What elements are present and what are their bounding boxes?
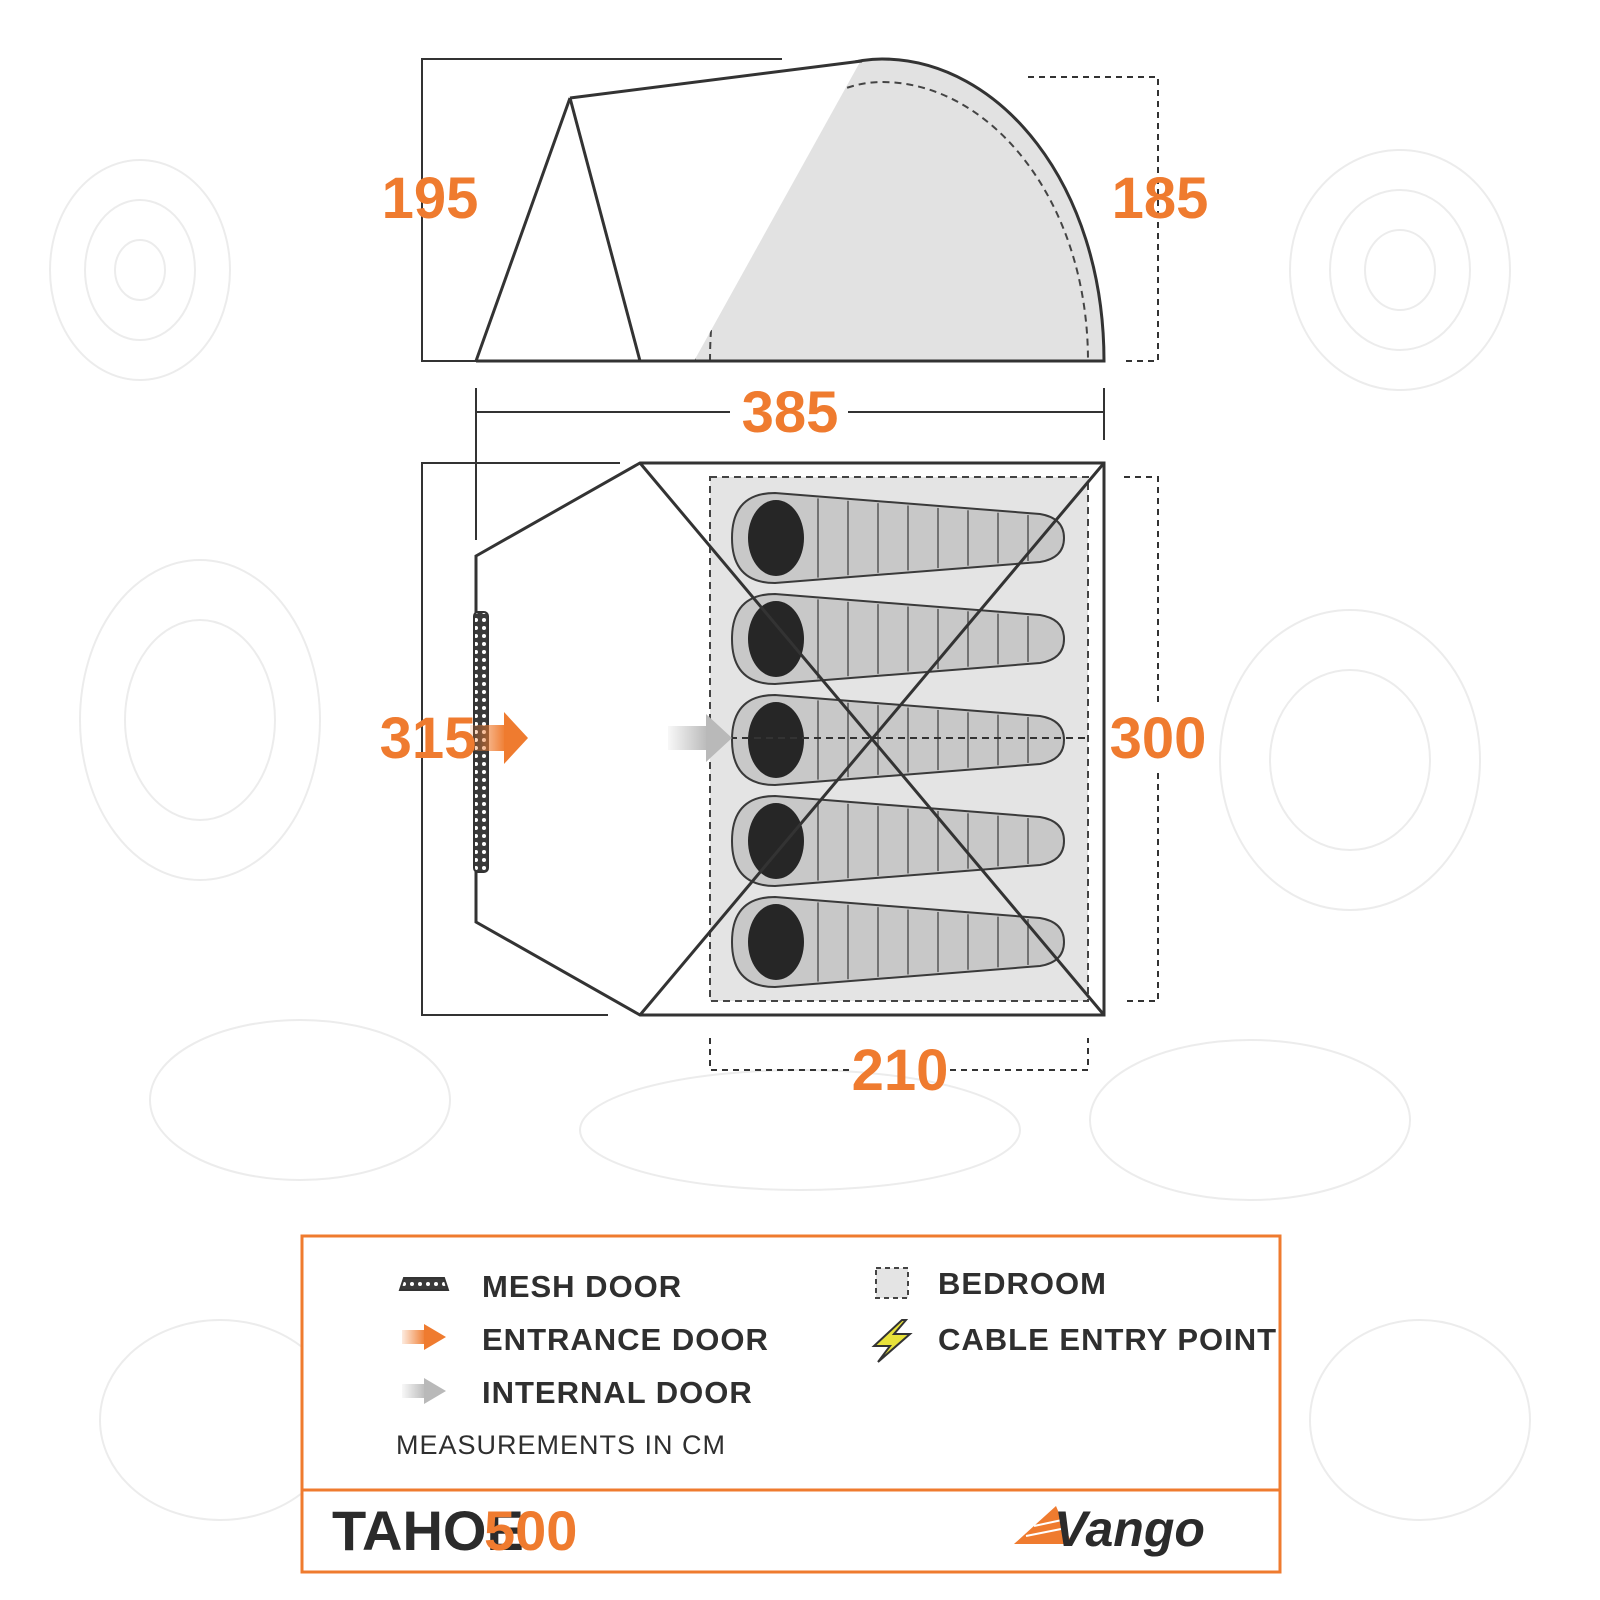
width-label: 315	[380, 706, 477, 771]
legend-box: MESH DOOR ENTRANCE DOOR INTERNAL DOOR ME…	[300, 1234, 1282, 1574]
legend-units-note: MEASUREMENTS IN CM	[396, 1430, 726, 1460]
internal-door-arrow	[668, 714, 732, 762]
floor-plan: 315 300 210	[380, 461, 1208, 1103]
sleeping-bag-head	[748, 601, 804, 677]
grey-arrow-icon	[402, 1378, 446, 1404]
entrance-door-arrow	[470, 712, 528, 764]
product-model: 500	[484, 1499, 577, 1562]
brand-name: Vango	[1054, 1501, 1205, 1557]
width-dimension-line	[421, 462, 620, 1016]
legend-mesh-door: MESH DOOR	[482, 1269, 682, 1304]
orange-arrow-icon	[402, 1324, 446, 1350]
sleeping-bag-head	[748, 904, 804, 980]
sleeping-bag	[730, 592, 1066, 686]
bedroom-length-label: 210	[852, 1038, 949, 1103]
vango-logo: Vango	[1014, 1501, 1205, 1557]
sleeping-bag-head	[748, 803, 804, 879]
bedroom-width-label: 300	[1110, 706, 1207, 771]
legend-entrance-door: ENTRANCE DOOR	[482, 1322, 769, 1357]
length-label: 385	[742, 380, 839, 445]
legend-internal-door: INTERNAL DOOR	[482, 1375, 753, 1410]
sleeping-bag-head	[748, 702, 804, 778]
height-label-right: 185	[1112, 166, 1209, 231]
product-name: TAHOE	[332, 1499, 524, 1562]
sleeping-bag	[730, 794, 1066, 888]
mesh-door-icon	[398, 1277, 450, 1291]
sleeping-bag-head	[748, 500, 804, 576]
pole-line-2	[638, 462, 1106, 1016]
lightning-bolt-icon	[871, 1319, 913, 1363]
bedroom-length-dimension-line	[950, 1038, 1089, 1071]
side-inner-tent	[709, 80, 1089, 362]
sleeping-bag	[730, 491, 1066, 585]
legend-cable-entry: CABLE ENTRY POINT	[938, 1322, 1277, 1357]
dashed-square-icon	[875, 1267, 909, 1299]
bedroom-width-dimension-line	[1124, 476, 1159, 1002]
sleeping-bag	[730, 693, 1066, 787]
height-label-left: 195	[382, 166, 479, 231]
sleeping-bags	[730, 491, 1066, 989]
height-dimension-line-left	[421, 58, 782, 362]
height-dimension-line-right	[1028, 76, 1159, 362]
legend-bedroom: BEDROOM	[938, 1266, 1107, 1301]
side-view: 195 185	[382, 57, 1209, 363]
topographic-background	[49, 149, 1531, 1521]
